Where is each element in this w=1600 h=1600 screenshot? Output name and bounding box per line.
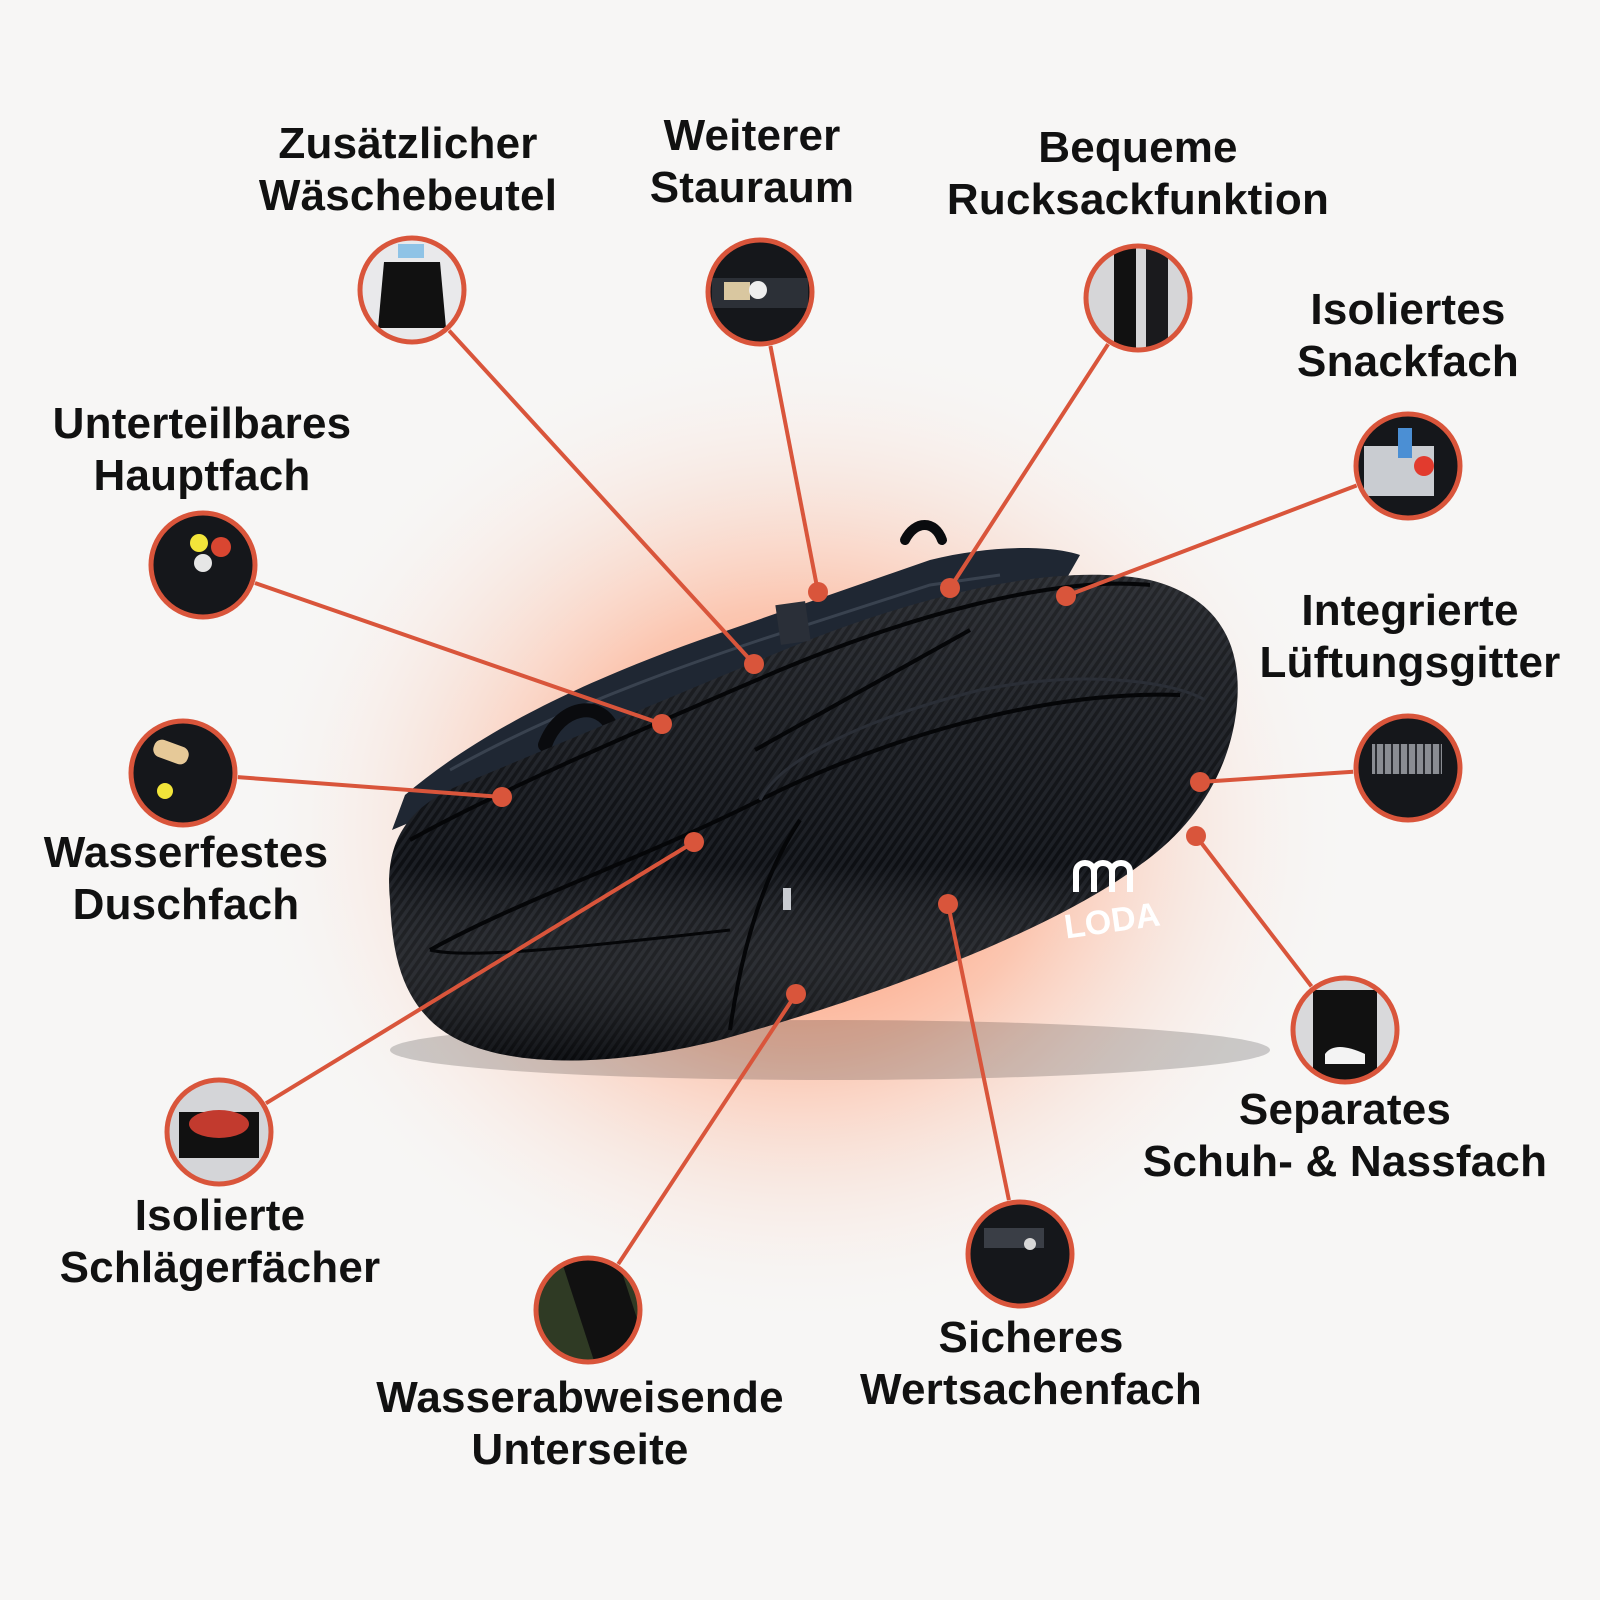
feature-label-line1: Unterteilbares (52, 399, 352, 448)
anchor-dot-shower (492, 787, 512, 807)
feature-label-line2: Schuh- & Nassfach (1142, 1137, 1548, 1186)
anchor-dot-shoe (1186, 826, 1206, 846)
feature-label-line1: Sicheres (938, 1313, 1124, 1362)
feature-thumbnails (128, 235, 1463, 1365)
connector-line-backpack (948, 343, 1110, 590)
feature-label-line1: Zusätzlicher (278, 119, 538, 168)
mesh-vent-icon (1353, 713, 1463, 823)
feature-label-line2: Wäschebeutel (258, 171, 558, 220)
feature-label-line2: Schlägerfächer (59, 1243, 381, 1292)
connector-line-valuables (946, 903, 1011, 1201)
connector-line-main-compartment (254, 581, 663, 726)
connector-line-bottom (616, 992, 798, 1266)
feature-label-line1: Integrierte (1301, 586, 1519, 635)
feature-label-line2: Duschfach (72, 880, 300, 929)
anchor-dot-laundry-bag (744, 654, 764, 674)
feature-label-line2: Wertsachenfach (860, 1365, 1202, 1414)
valuables-pocket-icon (965, 1199, 1075, 1309)
connector-line-ventilation (1199, 769, 1354, 784)
tennis-bag: LODA (389, 520, 1270, 1080)
feature-label-line2: Snackfach (1297, 337, 1519, 386)
anchor-dot-main-compartment (652, 714, 672, 734)
shoe-compartment-icon (1290, 975, 1400, 1085)
anchor-dot-backpack (940, 578, 960, 598)
connector-line-laundry-bag (447, 329, 756, 666)
feature-label-line1: Wasserabweisende (376, 1373, 784, 1422)
feature-label-line2: Rucksackfunktion (946, 175, 1330, 224)
feature-label-line2: Hauptfach (93, 451, 311, 500)
anchor-dot-snack (1056, 586, 1076, 606)
anchor-dot-ventilation (1190, 772, 1210, 792)
feature-label-line2: Unterseite (471, 1425, 689, 1474)
cooler-compartment-icon (1353, 411, 1463, 521)
feature-label-line1: Separates (1238, 1085, 1452, 1134)
anchor-dot-bottom (786, 984, 806, 1004)
feature-label-line1: Weiterer (663, 111, 841, 160)
feature-label-line1: Isoliertes (1310, 285, 1506, 334)
bag-bottom-icon (533, 1255, 643, 1365)
anchor-dot-valuables (938, 894, 958, 914)
feature-label-line1: Wasserfestes (43, 828, 329, 877)
storage-pocket-icon (705, 237, 815, 347)
feature-label-line1: Bequeme (1038, 123, 1238, 172)
connector-line-shoe (1194, 834, 1314, 988)
connector-line-racket (264, 840, 696, 1106)
feature-label-line2: Stauraum (649, 163, 855, 212)
connector-line-shower (237, 775, 503, 799)
shower-pouch-icon (128, 718, 238, 828)
connector-line-extra-storage (768, 345, 820, 593)
anchor-dot-extra-storage (808, 582, 828, 602)
backpack-straps-icon (1083, 243, 1193, 353)
anchor-dot-racket (684, 832, 704, 852)
connector-lines (237, 329, 1358, 1266)
connector-line-snack (1065, 483, 1358, 598)
feature-label-line1: Isolierte (134, 1191, 306, 1240)
drawstring-bag-icon (357, 235, 467, 345)
feature-label-line2: Lüftungsgitter (1259, 638, 1561, 687)
racket-sleeve-icon (164, 1077, 274, 1187)
divided-compartment-icon (148, 510, 258, 620)
